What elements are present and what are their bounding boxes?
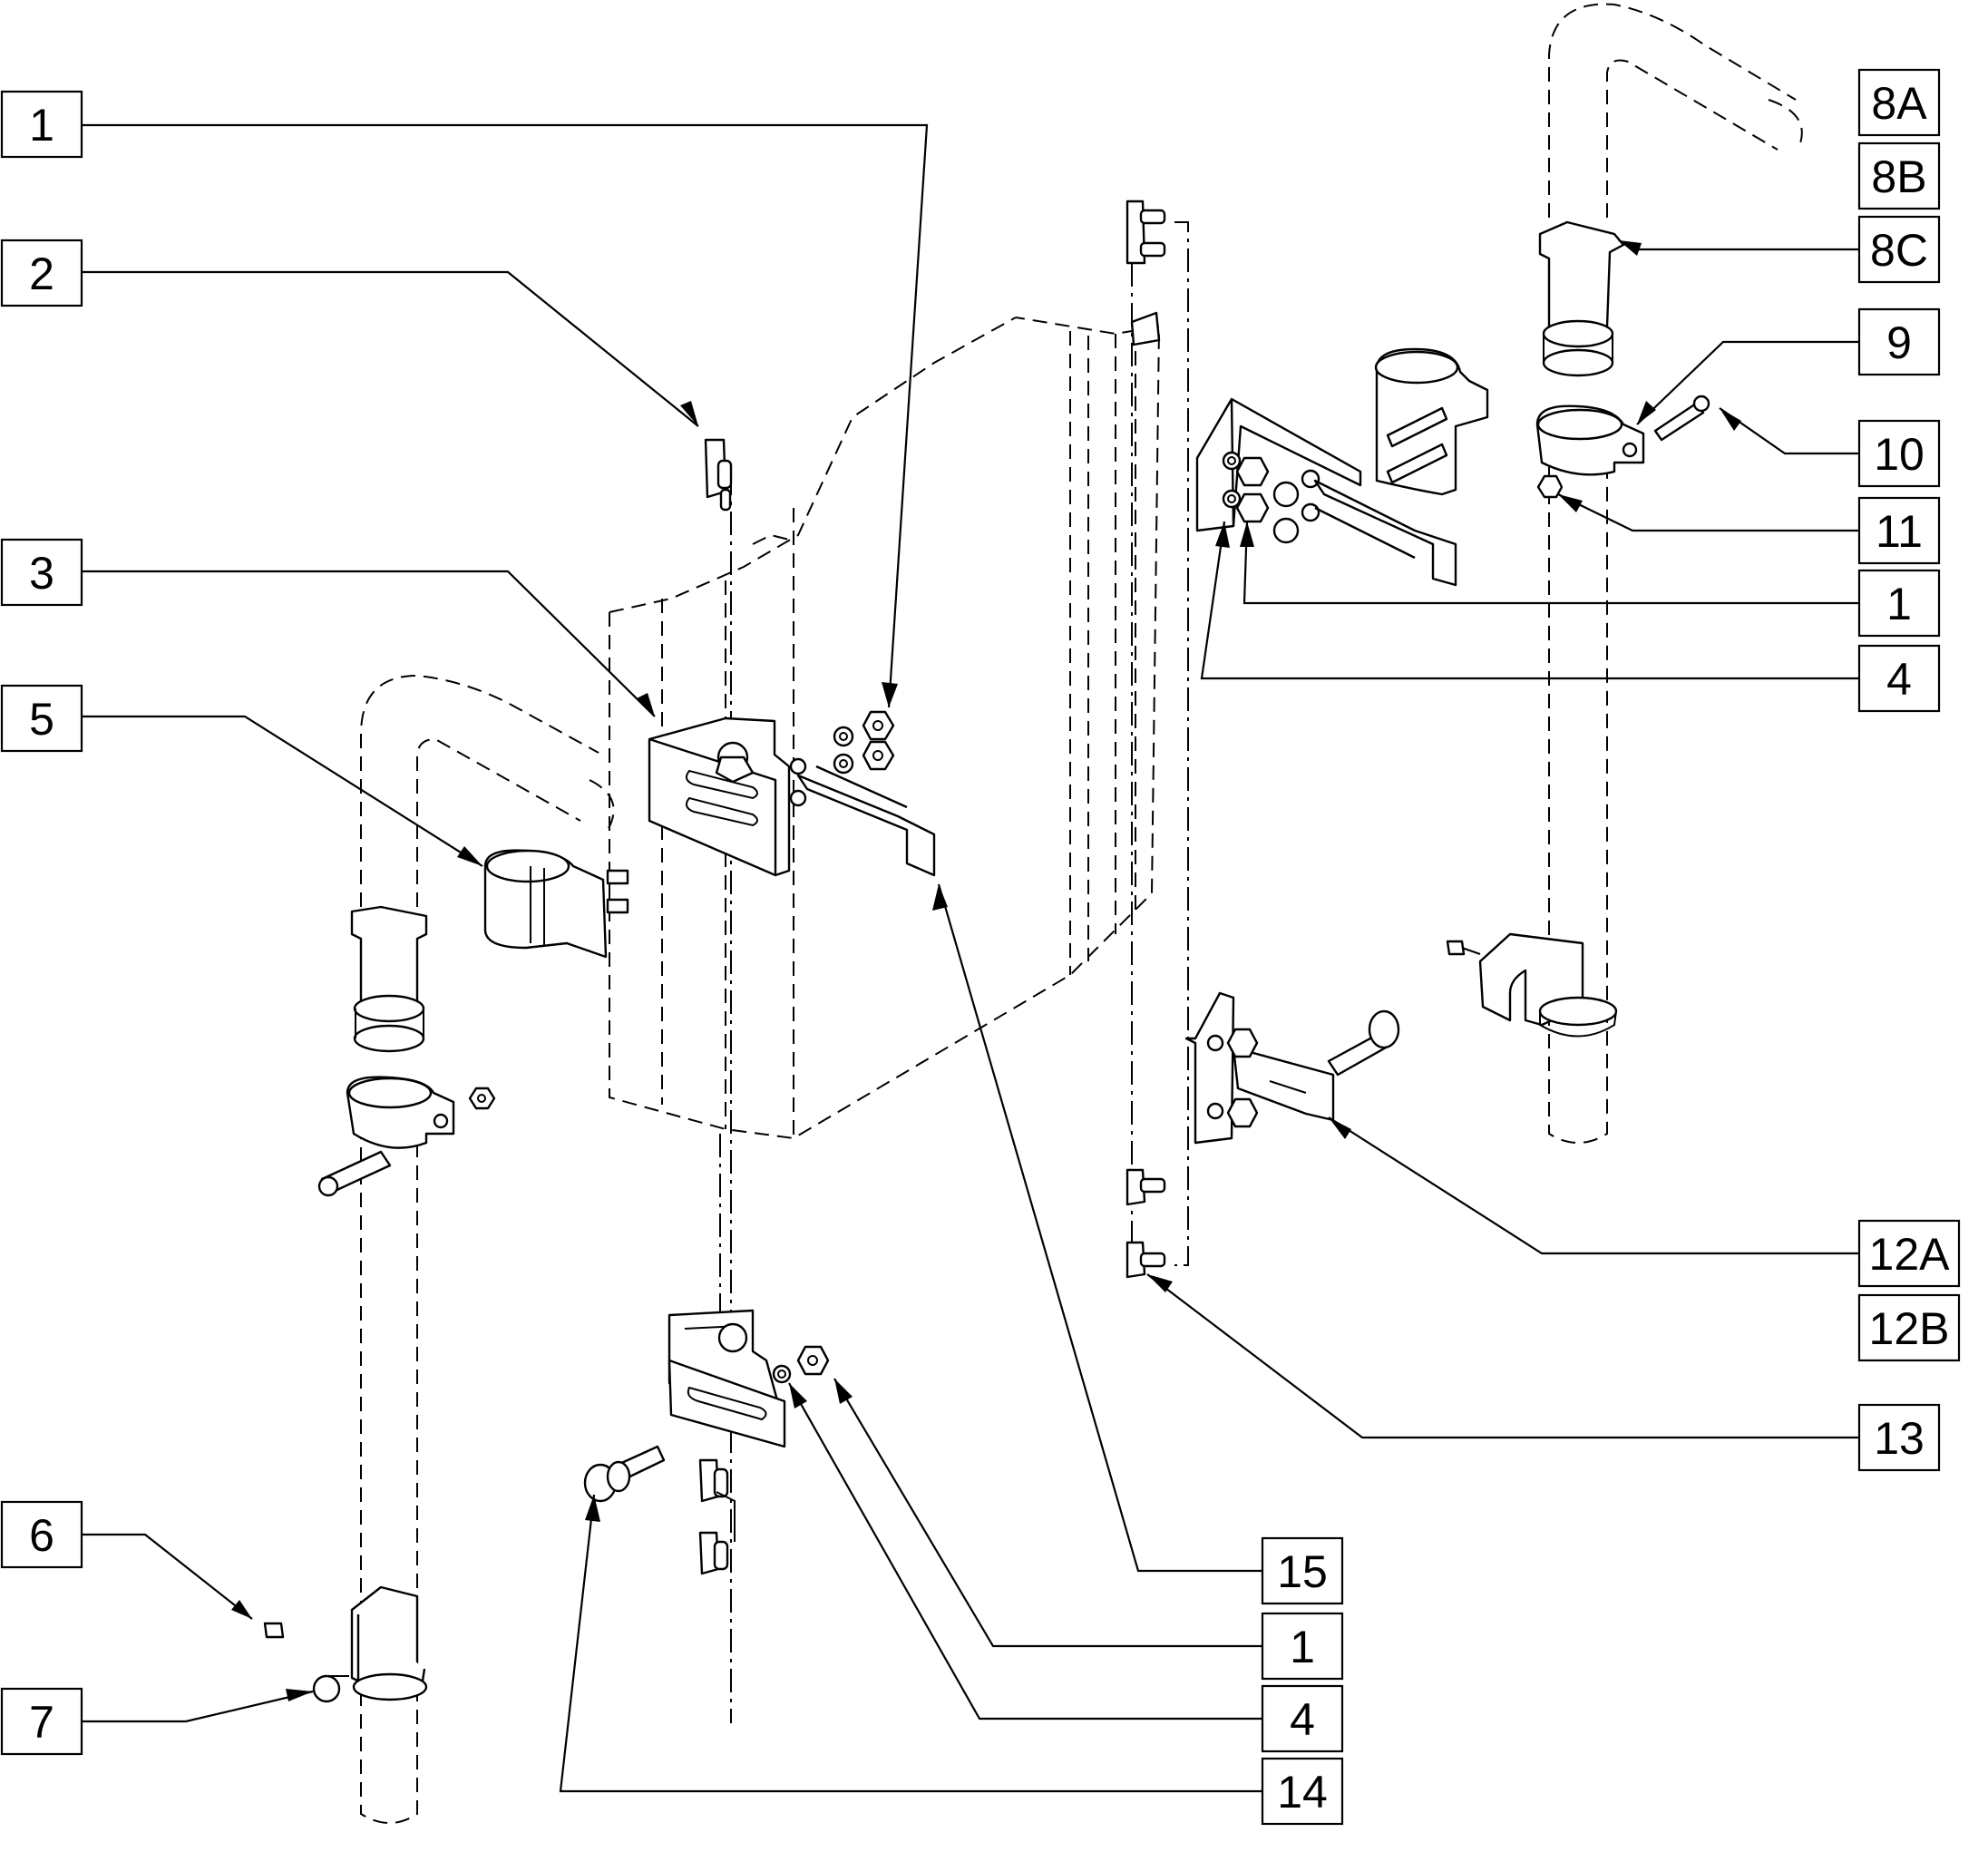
callout-5: 5 (0, 684, 83, 753)
leader-arrowheads (231, 240, 1741, 1701)
callout-15: 15 (1261, 1536, 1344, 1605)
left-collar (350, 905, 428, 1053)
callout-1-right: 1 (1857, 569, 1941, 638)
svg-text:3: 3 (29, 548, 54, 599)
lower-latch-pins (698, 1458, 736, 1575)
svg-text:12A: 12A (1869, 1229, 1951, 1280)
callout-4-bottom: 4 (1261, 1684, 1344, 1753)
svg-text:1: 1 (1886, 579, 1912, 629)
callout-10: 10 (1857, 419, 1941, 488)
back-panel-outline (609, 317, 1161, 1140)
right-upper-bracket (1195, 397, 1457, 587)
svg-text:12B: 12B (1869, 1303, 1950, 1354)
callout-13: 13 (1857, 1403, 1941, 1472)
left-cane-clamp (317, 1076, 496, 1197)
svg-text:13: 13 (1874, 1413, 1925, 1464)
callout-1-bottom: 1 (1261, 1612, 1344, 1681)
right-lower-clip (1446, 932, 1618, 1038)
callout-11: 11 (1857, 496, 1941, 565)
svg-text:8B: 8B (1871, 151, 1926, 202)
svg-text:9: 9 (1886, 317, 1912, 368)
callout-12a: 12A (1857, 1219, 1961, 1288)
right-lower-bracket (1184, 991, 1400, 1145)
svg-text:1: 1 (29, 100, 54, 151)
callout-7: 7 (0, 1687, 83, 1756)
lower-bracket (668, 1309, 830, 1448)
svg-text:14: 14 (1277, 1767, 1328, 1818)
callout-8c: 8C (1857, 215, 1941, 284)
upper-angle-bracket (648, 716, 791, 877)
svg-text:10: 10 (1874, 429, 1925, 480)
callout-2: 2 (0, 239, 83, 307)
left-lower-clip (263, 1585, 428, 1703)
lower-thumb-screw (583, 1445, 666, 1503)
latch-pin-top (704, 438, 733, 512)
callout-9: 9 (1857, 307, 1941, 376)
callout-3: 3 (0, 538, 83, 607)
right-top-clips (1126, 200, 1166, 346)
right-collar (1538, 220, 1625, 377)
upper-nuts-washers (833, 710, 895, 775)
alignment-centerlines (719, 221, 1189, 1723)
callout-1-top-left: 1 (0, 90, 83, 159)
left-clamp (483, 849, 629, 959)
svg-text:4: 4 (1886, 654, 1912, 705)
callout-8a: 8A (1857, 68, 1941, 137)
leader-lines (82, 123, 1859, 1793)
upper-strap (789, 757, 936, 877)
callout-6: 6 (0, 1500, 83, 1569)
callout-4-right: 4 (1857, 644, 1941, 713)
callout-14: 14 (1261, 1757, 1344, 1826)
svg-text:15: 15 (1277, 1546, 1328, 1597)
right-cane-clamp (1535, 395, 1710, 499)
svg-text:2: 2 (29, 249, 54, 299)
svg-text:4: 4 (1290, 1694, 1315, 1745)
right-lower-clips (1126, 1168, 1166, 1279)
left-cane-outline (360, 674, 615, 1824)
callout-12b: 12B (1857, 1293, 1961, 1362)
right-cane-outline (1548, 3, 1803, 1144)
callout-8b: 8B (1857, 141, 1941, 210)
svg-text:8A: 8A (1871, 78, 1927, 129)
svg-text:1: 1 (1290, 1622, 1315, 1672)
svg-text:11: 11 (1876, 506, 1923, 557)
svg-text:5: 5 (29, 694, 54, 745)
svg-text:8C: 8C (1870, 225, 1928, 276)
svg-text:6: 6 (29, 1510, 54, 1561)
right-upper-clamp (1374, 347, 1489, 496)
svg-text:7: 7 (29, 1697, 54, 1748)
